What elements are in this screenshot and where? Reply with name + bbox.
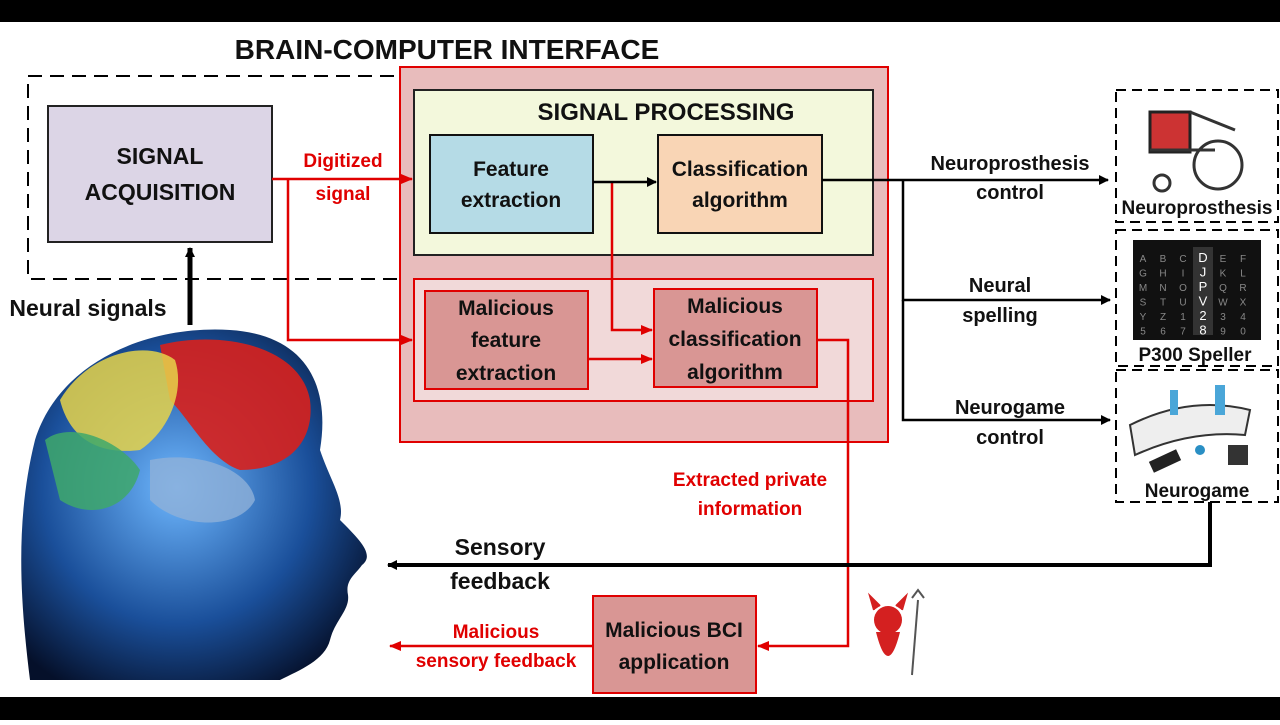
speller-cell: Y [1140,312,1147,323]
devil-attacker-icon [867,588,925,676]
sensory-feedback-label-2: feedback [450,568,550,594]
speller-cell: A [1140,254,1147,265]
top-bar [0,0,1280,22]
output-label-neurogame: Neurogame [955,397,1065,419]
svg-text:Neurogame: Neurogame [1145,481,1250,502]
speller-cell: 1 [1180,312,1186,323]
speller-cell: D [1198,250,1207,265]
classification-box: Classification algorithm [657,134,823,234]
svg-text:Classification: Classification [672,158,809,181]
speller-cell: O [1179,283,1187,294]
bottom-bar [0,697,1280,720]
speller-cell: V [1199,294,1208,309]
speller-cell: Q [1219,283,1227,294]
speller-cell: 9 [1220,327,1226,338]
svg-text:Feature: Feature [473,158,549,181]
svg-text:classification: classification [668,328,801,351]
svg-text:Malicious: Malicious [687,295,783,318]
speller-cell: 2 [1199,308,1206,323]
svg-text:Malicious BCI: Malicious BCI [605,619,743,642]
svg-text:application: application [619,651,730,674]
svg-text:ACQUISITION: ACQUISITION [85,179,236,205]
neural-signals-label: Neural signals [9,295,166,321]
malicious-flows [272,174,850,651]
malicious-bci-app-box: Malicious BCI application [592,595,757,694]
svg-text:extraction: extraction [456,362,556,385]
extracted-info-label-2: information [698,499,803,520]
speller-cell: L [1240,269,1246,280]
speller-cell: T [1160,298,1166,309]
speller-cell: S [1140,298,1147,309]
speller-cell: H [1159,269,1166,280]
digitized-signal-label: Digitized [303,151,382,172]
speller-cell: J [1200,265,1207,280]
feature-extraction-box: Feature extraction [429,134,594,234]
sensory-feedback-label: Sensory [455,534,546,560]
svg-text:algorithm: algorithm [687,361,783,384]
svg-text:extraction: extraction [461,189,561,212]
speller-cell: G [1139,269,1147,280]
svg-text:Neuroprosthesis: Neuroprosthesis [1122,198,1273,219]
speller-cell: 3 [1220,312,1226,323]
malicious-feedback-label-2: sensory feedback [416,651,577,672]
output-label-neurogame-2: control [976,427,1044,449]
wheelchair-icon [1148,110,1244,193]
speller-cell: K [1220,269,1227,280]
signal-acquisition-box: SIGNAL ACQUISITION [47,105,273,243]
neuroprosthesis-device: Neuroprosthesis [1115,89,1279,223]
speller-cell: F [1240,254,1246,265]
malicious-feedback-label: Malicious [453,622,540,643]
svg-text:feature: feature [471,329,541,352]
speller-cell: U [1179,298,1186,309]
speller-cell: 5 [1140,327,1146,338]
speller-cell: E [1220,254,1227,265]
speller-cell: 4 [1240,312,1246,323]
speller-cell: B [1160,254,1167,265]
svg-text:algorithm: algorithm [692,189,788,212]
digitized-signal-label-2: signal [316,184,371,205]
signal-processing-title: SIGNAL PROCESSING [538,99,795,126]
malicious-classification-box: Malicious classification algorithm [653,288,818,388]
speller-cell: 6 [1160,327,1166,338]
neurogame-icon [1128,385,1252,473]
speller-cell: N [1159,283,1166,294]
neurogame-device: Neurogame [1115,369,1279,503]
speller-cell: W [1218,298,1228,309]
bci-dashed-boundary [27,75,409,280]
output-label-spelling-2: spelling [962,305,1038,327]
speller-cell: Z [1160,312,1166,323]
human-head-brain-illustration [21,329,367,680]
output-flows [593,175,1111,425]
speller-cell: X [1240,298,1247,309]
diagram-title: BRAIN-COMPUTER INTERFACE [235,34,660,65]
svg-text:P300 Speller: P300 Speller [1138,345,1252,366]
sensory-feedback-arrow [387,502,1212,570]
speller-cell: 0 [1240,327,1246,338]
speller-cell: P [1199,279,1208,294]
speller-cell: M [1139,283,1147,294]
extracted-info-label: Extracted private [673,470,827,491]
svg-text:SIGNAL: SIGNAL [117,143,204,169]
output-label-neuroprosthesis: Neuroprosthesis [931,153,1090,175]
svg-text:Malicious: Malicious [458,297,554,320]
malicious-feature-box: Malicious feature extraction [424,290,589,390]
speller-cell: 8 [1199,323,1206,338]
speller-cell: R [1239,283,1246,294]
output-label-spelling: Neural [969,275,1031,297]
speller-cell: I [1182,269,1185,280]
output-label-neuroprosthesis-2: control [976,182,1044,204]
speller-cell: 7 [1180,327,1186,338]
speller-cell: C [1179,254,1186,265]
